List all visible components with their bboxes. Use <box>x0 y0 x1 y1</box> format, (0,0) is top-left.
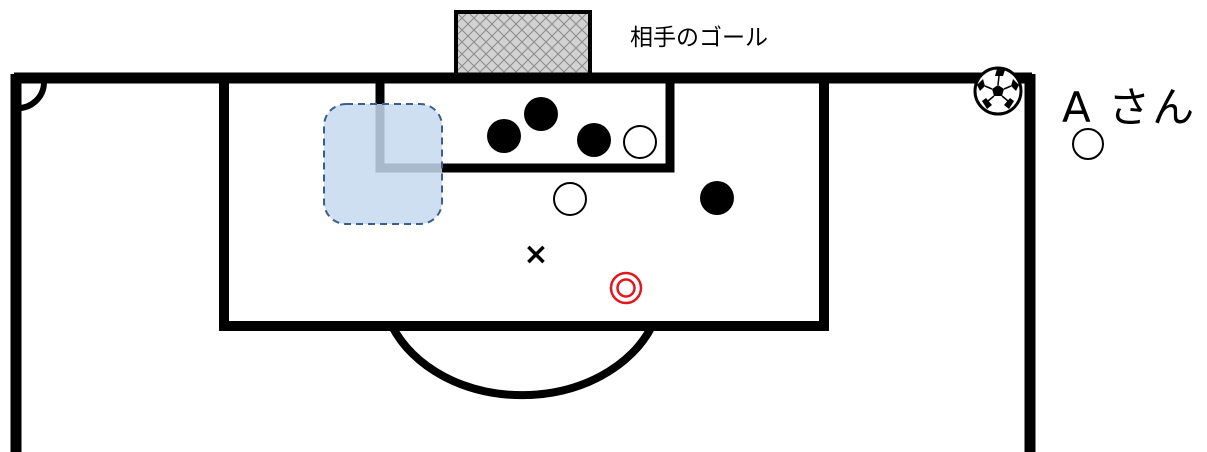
opponent-player <box>487 119 521 153</box>
soccer-ball-icon <box>973 66 1023 116</box>
opponent-player <box>577 123 611 157</box>
target-marker-inner <box>616 278 636 298</box>
penalty-area <box>219 80 829 331</box>
opponent-player <box>700 181 734 215</box>
corner-arc <box>15 81 48 112</box>
teammate-player <box>623 125 657 159</box>
highlight-zone <box>323 103 443 225</box>
opponent-player <box>524 97 558 131</box>
player-a-label: A さん <box>1062 83 1197 132</box>
teammate-player <box>1072 128 1104 160</box>
opponent-goal <box>454 10 592 80</box>
teammate-player <box>553 182 587 216</box>
penalty-arc <box>388 324 656 400</box>
target-marker-outer <box>609 271 643 305</box>
goal-label: 相手のゴール <box>630 25 768 51</box>
shot-marker: × <box>523 237 548 272</box>
